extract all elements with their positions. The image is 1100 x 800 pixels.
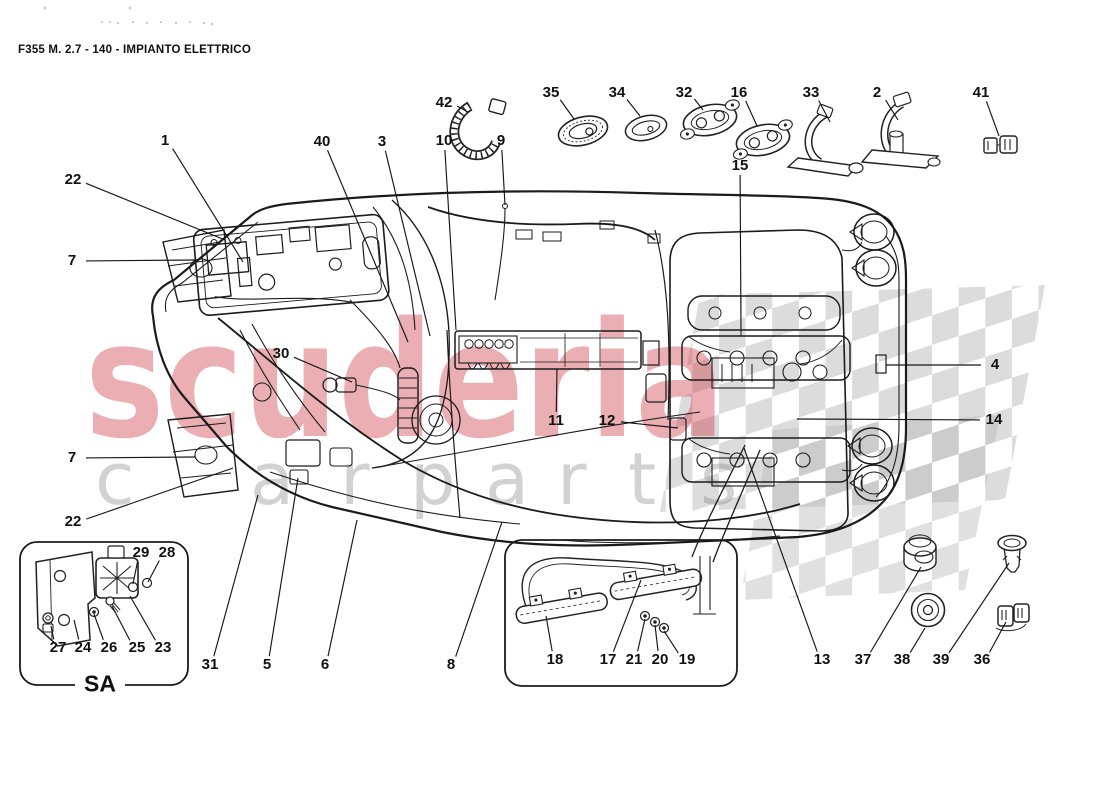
part-42-ribbed-sleeve: [449, 98, 507, 161]
leader-line-28: [147, 560, 160, 583]
loose-parts-bottom-right: [903, 534, 1030, 632]
part-33-bracket-clamp: [786, 103, 864, 177]
leader-line-19: [663, 630, 679, 654]
front-harness-node: [236, 256, 253, 288]
part-37-grommet-cylinder: [903, 534, 937, 572]
part-38-grommet-ring: [910, 592, 946, 628]
leader-line-33: [818, 100, 831, 123]
leader-line-23: [129, 595, 156, 641]
coil-connector: [669, 417, 687, 441]
car-chassis-drawing: [151, 190, 908, 563]
page-title: F355 M. 2.7 - 140 - IMPIANTO ELETTRICO: [18, 44, 251, 56]
watermark-letter: r: [557, 437, 587, 521]
cabin-rear-divider: [654, 229, 670, 421]
rail-support: [693, 556, 716, 615]
headlight-pod-left-upper: [162, 229, 232, 303]
blower-housing: [411, 395, 461, 445]
leader-line-27: [50, 625, 55, 640]
leader-line-25: [111, 605, 131, 641]
center-tunnel-components: [252, 367, 461, 485]
leader-line-15: [739, 174, 742, 331]
body-inner-edge-rear: [875, 235, 900, 498]
leader-line-24: [73, 619, 80, 640]
watermark-letter: a: [250, 437, 294, 521]
leader-line-36: [988, 621, 1007, 653]
leader-line-39: [948, 562, 1010, 653]
intake-plenum: [687, 295, 841, 331]
part-36-cable-clip: [995, 603, 1030, 632]
part-2-bracket-clamp: [860, 91, 941, 169]
cam-cover-front: [681, 335, 851, 381]
leader-line-11: [555, 368, 558, 413]
leader-line-10: [444, 149, 457, 331]
leader-line-13: [743, 447, 818, 652]
part-35-grommet: [557, 115, 609, 147]
leader-line-22: [86, 467, 234, 520]
watermark-letter: c: [95, 437, 135, 521]
leader-line-20: [654, 624, 659, 652]
leader-line-3: [384, 150, 431, 337]
leader-line-37: [869, 566, 922, 653]
leader-line-29: [132, 561, 139, 585]
leader-line-9: [501, 149, 506, 206]
leader-line-14: [796, 418, 981, 421]
inset-box-sa: [19, 541, 189, 686]
relay-box: [255, 233, 284, 256]
corrugated-hose: [397, 367, 419, 444]
watermark-letter: s: [700, 437, 738, 521]
leader-line-26: [93, 613, 104, 640]
car-body-outline: [151, 190, 908, 547]
part-16-flange: [732, 119, 793, 160]
leader-line-5: [268, 477, 299, 657]
leader-line-40: [327, 150, 409, 343]
leader-line-31: [213, 494, 259, 657]
leader-line-1: [172, 148, 244, 263]
leader-line-32: [693, 98, 704, 111]
leader-line-34: [626, 99, 641, 117]
sa-relay-assembly: [35, 545, 153, 647]
leader-line-6: [327, 519, 358, 657]
cam-cover-rear: [681, 437, 851, 483]
rear-harness-junction: [875, 354, 887, 374]
fuse-box: [314, 224, 352, 253]
leader-line-22: [85, 182, 226, 241]
cable-rail-right: [609, 563, 703, 601]
watermark-letter: r: [340, 437, 370, 521]
leader-line-30: [293, 356, 353, 383]
watermark-letter: p: [410, 437, 456, 521]
scan-artifacts: [43, 6, 214, 26]
leader-line-41: [985, 101, 1000, 137]
cable-rail-left: [515, 587, 608, 625]
part-41-clip: [983, 135, 1018, 154]
leader-line-21: [637, 618, 646, 652]
leader-line-16: [745, 100, 758, 127]
leader-line-17: [612, 579, 642, 652]
loose-parts-top-row: [449, 91, 1018, 177]
part-34-oval-plate: [624, 114, 668, 142]
filter-cylinder: [362, 236, 381, 270]
body-inner-edge-front: [164, 221, 259, 313]
leader-line-2: [885, 99, 899, 121]
cable-duct: [454, 330, 667, 403]
leader-line-12: [620, 421, 679, 429]
part-39-push-rivet: [997, 534, 1027, 573]
windshield-cowl-arc: [391, 199, 450, 333]
leader-line-7: [85, 259, 197, 262]
front-compartment: [192, 213, 390, 316]
watermark-letter: t: [628, 437, 656, 521]
main-harness-runs: [217, 207, 801, 563]
engine-bay: [669, 229, 899, 532]
leader-line-7: [85, 456, 196, 459]
leader-line-42: [456, 105, 469, 113]
inset-box-rails: [504, 539, 738, 687]
leader-line-38: [909, 627, 926, 653]
headlight-pod-left-lower: [167, 413, 239, 498]
part-32-flange: [679, 99, 740, 140]
leader-line-8: [455, 521, 503, 657]
taillights: [847, 213, 897, 502]
leader-line-35: [559, 99, 575, 120]
leader-line-18: [545, 615, 553, 652]
